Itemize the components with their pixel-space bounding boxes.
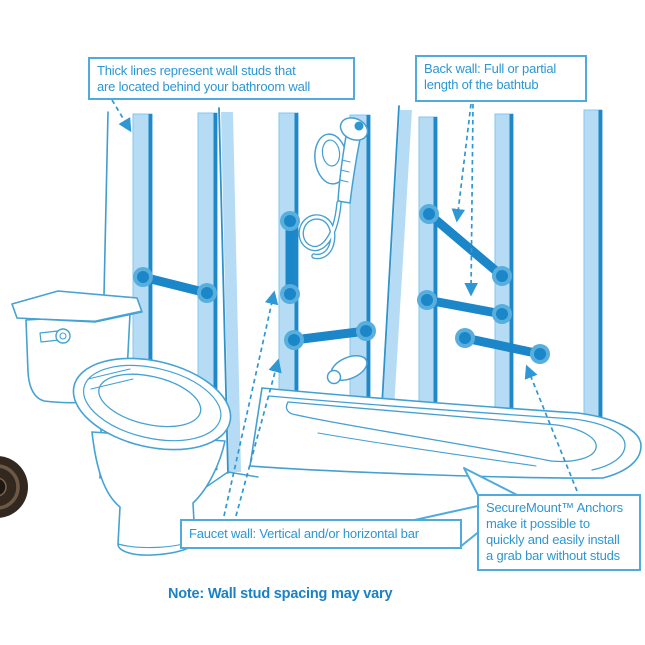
securemount-anchor-flange bbox=[417, 290, 437, 310]
callout-text-line: length of the bathtub bbox=[424, 77, 539, 92]
callout-text-line: Back wall: Full or partial bbox=[424, 61, 557, 76]
securemount-anchor-flange bbox=[530, 344, 550, 364]
callout-text-line: SecureMount™ Anchors bbox=[486, 500, 623, 515]
callout-text-line: are located behind your bathroom wall bbox=[97, 79, 311, 94]
callout-text-line: quickly and easily install bbox=[486, 532, 620, 547]
securemount-anchor-flange bbox=[492, 304, 512, 324]
callout-wall-studs: Thick lines represent wall studs that ar… bbox=[88, 57, 355, 100]
bronze-anchor-photo bbox=[0, 456, 28, 518]
dashed-pointer-arrow bbox=[111, 99, 132, 133]
callout-text-line: make it possible to bbox=[486, 516, 590, 531]
callout-faucet-wall: Faucet wall: Vertical and/or horizontal … bbox=[180, 519, 462, 549]
wall-stud bbox=[418, 116, 438, 431]
showerhead-icon bbox=[298, 117, 369, 260]
securemount-anchor-flange bbox=[284, 330, 304, 350]
dashed-pointer-arrows bbox=[111, 99, 578, 517]
callout-text-line: Thick lines represent wall studs that bbox=[97, 63, 296, 78]
dashed-pointer-arrow bbox=[451, 103, 472, 223]
grab-bar bbox=[417, 290, 512, 324]
securemount-anchor-flange bbox=[356, 321, 376, 341]
callout-text-line: a grab bar without studs bbox=[486, 548, 620, 563]
grab-bar bbox=[284, 321, 376, 350]
securemount-anchor-flange bbox=[280, 211, 300, 231]
grab-bar bbox=[419, 204, 512, 286]
grab-bar bbox=[133, 267, 217, 303]
tub-spout-icon bbox=[326, 355, 368, 385]
callout-back-wall: Back wall: Full or partial length of the… bbox=[415, 55, 587, 102]
dashed-pointer-arrow bbox=[524, 364, 578, 492]
securemount-anchor-flange bbox=[197, 283, 217, 303]
grab-bar bbox=[280, 211, 300, 304]
seat-hinge bbox=[87, 368, 134, 390]
callout-securemount: SecureMount™ Anchors make it possible to… bbox=[477, 494, 641, 571]
dashed-pointer-arrow bbox=[235, 358, 282, 517]
wall-stud bbox=[583, 109, 603, 421]
toilet-seat bbox=[72, 357, 232, 451]
dashed-pointer-arrow bbox=[464, 103, 478, 297]
securemount-anchor-flange bbox=[455, 328, 475, 348]
securemount-anchor-flange bbox=[419, 204, 439, 224]
securemount-anchor-flange bbox=[133, 267, 153, 287]
securemount-anchor-flange bbox=[280, 284, 300, 304]
grab-bars bbox=[133, 204, 550, 364]
dashed-pointer-arrow bbox=[223, 290, 279, 517]
grab-bar bbox=[455, 328, 550, 364]
stud-spacing-note: Note: Wall stud spacing may vary bbox=[168, 586, 393, 602]
securemount-anchor-flange bbox=[492, 266, 512, 286]
bathtub-illustration bbox=[249, 387, 642, 479]
callout-text-line: Faucet wall: Vertical and/or horizontal … bbox=[189, 526, 419, 541]
flush-lever bbox=[39, 328, 71, 344]
